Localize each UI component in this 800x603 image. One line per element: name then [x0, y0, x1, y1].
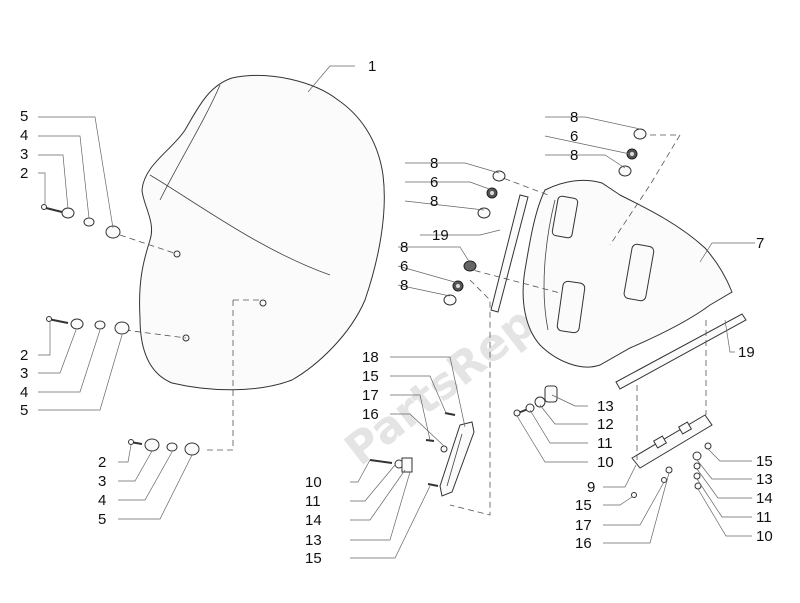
callout-13: 13	[597, 398, 614, 415]
fastener-stack-10-13	[513, 385, 558, 417]
screw-2-middle	[46, 316, 69, 324]
callout-19: 19	[738, 344, 755, 361]
callout-2: 2	[20, 165, 28, 182]
callout-1: 1	[368, 58, 376, 75]
grommet-stack-upper-center	[477, 170, 506, 219]
callout-3: 3	[20, 146, 28, 163]
callout-5: 5	[20, 108, 28, 125]
callout-5: 5	[20, 402, 28, 419]
callout-4: 4	[20, 384, 28, 401]
callout-17: 17	[362, 387, 379, 404]
bracket-fasteners	[369, 412, 456, 487]
callout-10: 10	[597, 454, 614, 471]
callout-3: 3	[98, 473, 106, 490]
callout-5: 5	[98, 511, 106, 528]
screw-2-upper	[41, 204, 63, 213]
callout-14: 14	[756, 490, 773, 507]
callout-8: 8	[400, 277, 408, 294]
alignment-line	[124, 329, 187, 339]
callout-12: 12	[597, 416, 614, 433]
callout-15: 15	[362, 368, 379, 385]
callout-17: 17	[575, 517, 592, 534]
washer-3-upper	[61, 207, 75, 219]
callout-6: 6	[400, 258, 408, 275]
callout-9: 9	[587, 479, 595, 496]
windshield-inner-line	[149, 174, 331, 276]
callout-11: 11	[597, 435, 613, 452]
callout-8: 8	[430, 155, 438, 172]
alignment-line	[119, 234, 178, 255]
callout-19: 19	[432, 227, 449, 244]
leader-lines	[38, 65, 755, 559]
callout-14: 14	[305, 512, 322, 529]
callout-11: 11	[756, 509, 772, 526]
callout-4: 4	[20, 127, 28, 144]
callout-13: 13	[756, 471, 773, 488]
nut-4-lower	[166, 442, 178, 452]
alignment-line	[464, 267, 561, 294]
callout-16: 16	[575, 535, 592, 552]
alignment-line	[205, 300, 234, 451]
fairing-mount-lower	[556, 280, 586, 334]
callout-15: 15	[756, 453, 773, 470]
callout-15: 15	[305, 550, 322, 567]
callout-18: 18	[362, 349, 379, 366]
callout-3: 3	[20, 365, 28, 382]
bracket-18	[439, 421, 475, 497]
callout-4: 4	[98, 492, 106, 509]
callout-6: 6	[430, 174, 438, 191]
washer-3-lower	[144, 438, 160, 452]
callout-8: 8	[430, 193, 438, 210]
callout-10: 10	[756, 528, 773, 545]
callout-15: 15	[575, 497, 592, 514]
callout-7: 7	[756, 235, 764, 252]
callout-2: 2	[20, 347, 28, 364]
callout-6: 6	[570, 128, 578, 145]
washer-3-middle	[70, 318, 84, 330]
grommet-5-lower	[184, 442, 200, 456]
alignment-line	[449, 279, 491, 516]
mounting-plate-9	[631, 414, 713, 469]
rubber-strip-19-center	[490, 194, 529, 313]
callout-13: 13	[305, 532, 322, 549]
windshield-inner-line-2	[159, 84, 221, 201]
callout-16: 16	[362, 406, 379, 423]
grommet-stack-middle-center	[443, 260, 477, 306]
screw-2-lower	[128, 439, 143, 445]
callout-8: 8	[400, 239, 408, 256]
callout-10: 10	[305, 474, 322, 491]
windshield-hole-center	[259, 299, 267, 307]
callout-8: 8	[570, 147, 578, 164]
fairing-mount-upper	[551, 195, 579, 239]
grommet-5-middle	[114, 321, 130, 335]
callout-8: 8	[570, 109, 578, 126]
rubber-strip-19-right	[615, 313, 747, 390]
fairing-mount-right	[623, 243, 655, 302]
callout-11: 11	[305, 493, 321, 510]
callout-2: 2	[98, 454, 106, 471]
alignment-line	[609, 134, 681, 246]
fairing-edge-line	[543, 199, 556, 331]
nut-4-middle	[94, 320, 106, 330]
windshield-panel	[139, 75, 385, 391]
nut-4-upper	[83, 217, 95, 227]
